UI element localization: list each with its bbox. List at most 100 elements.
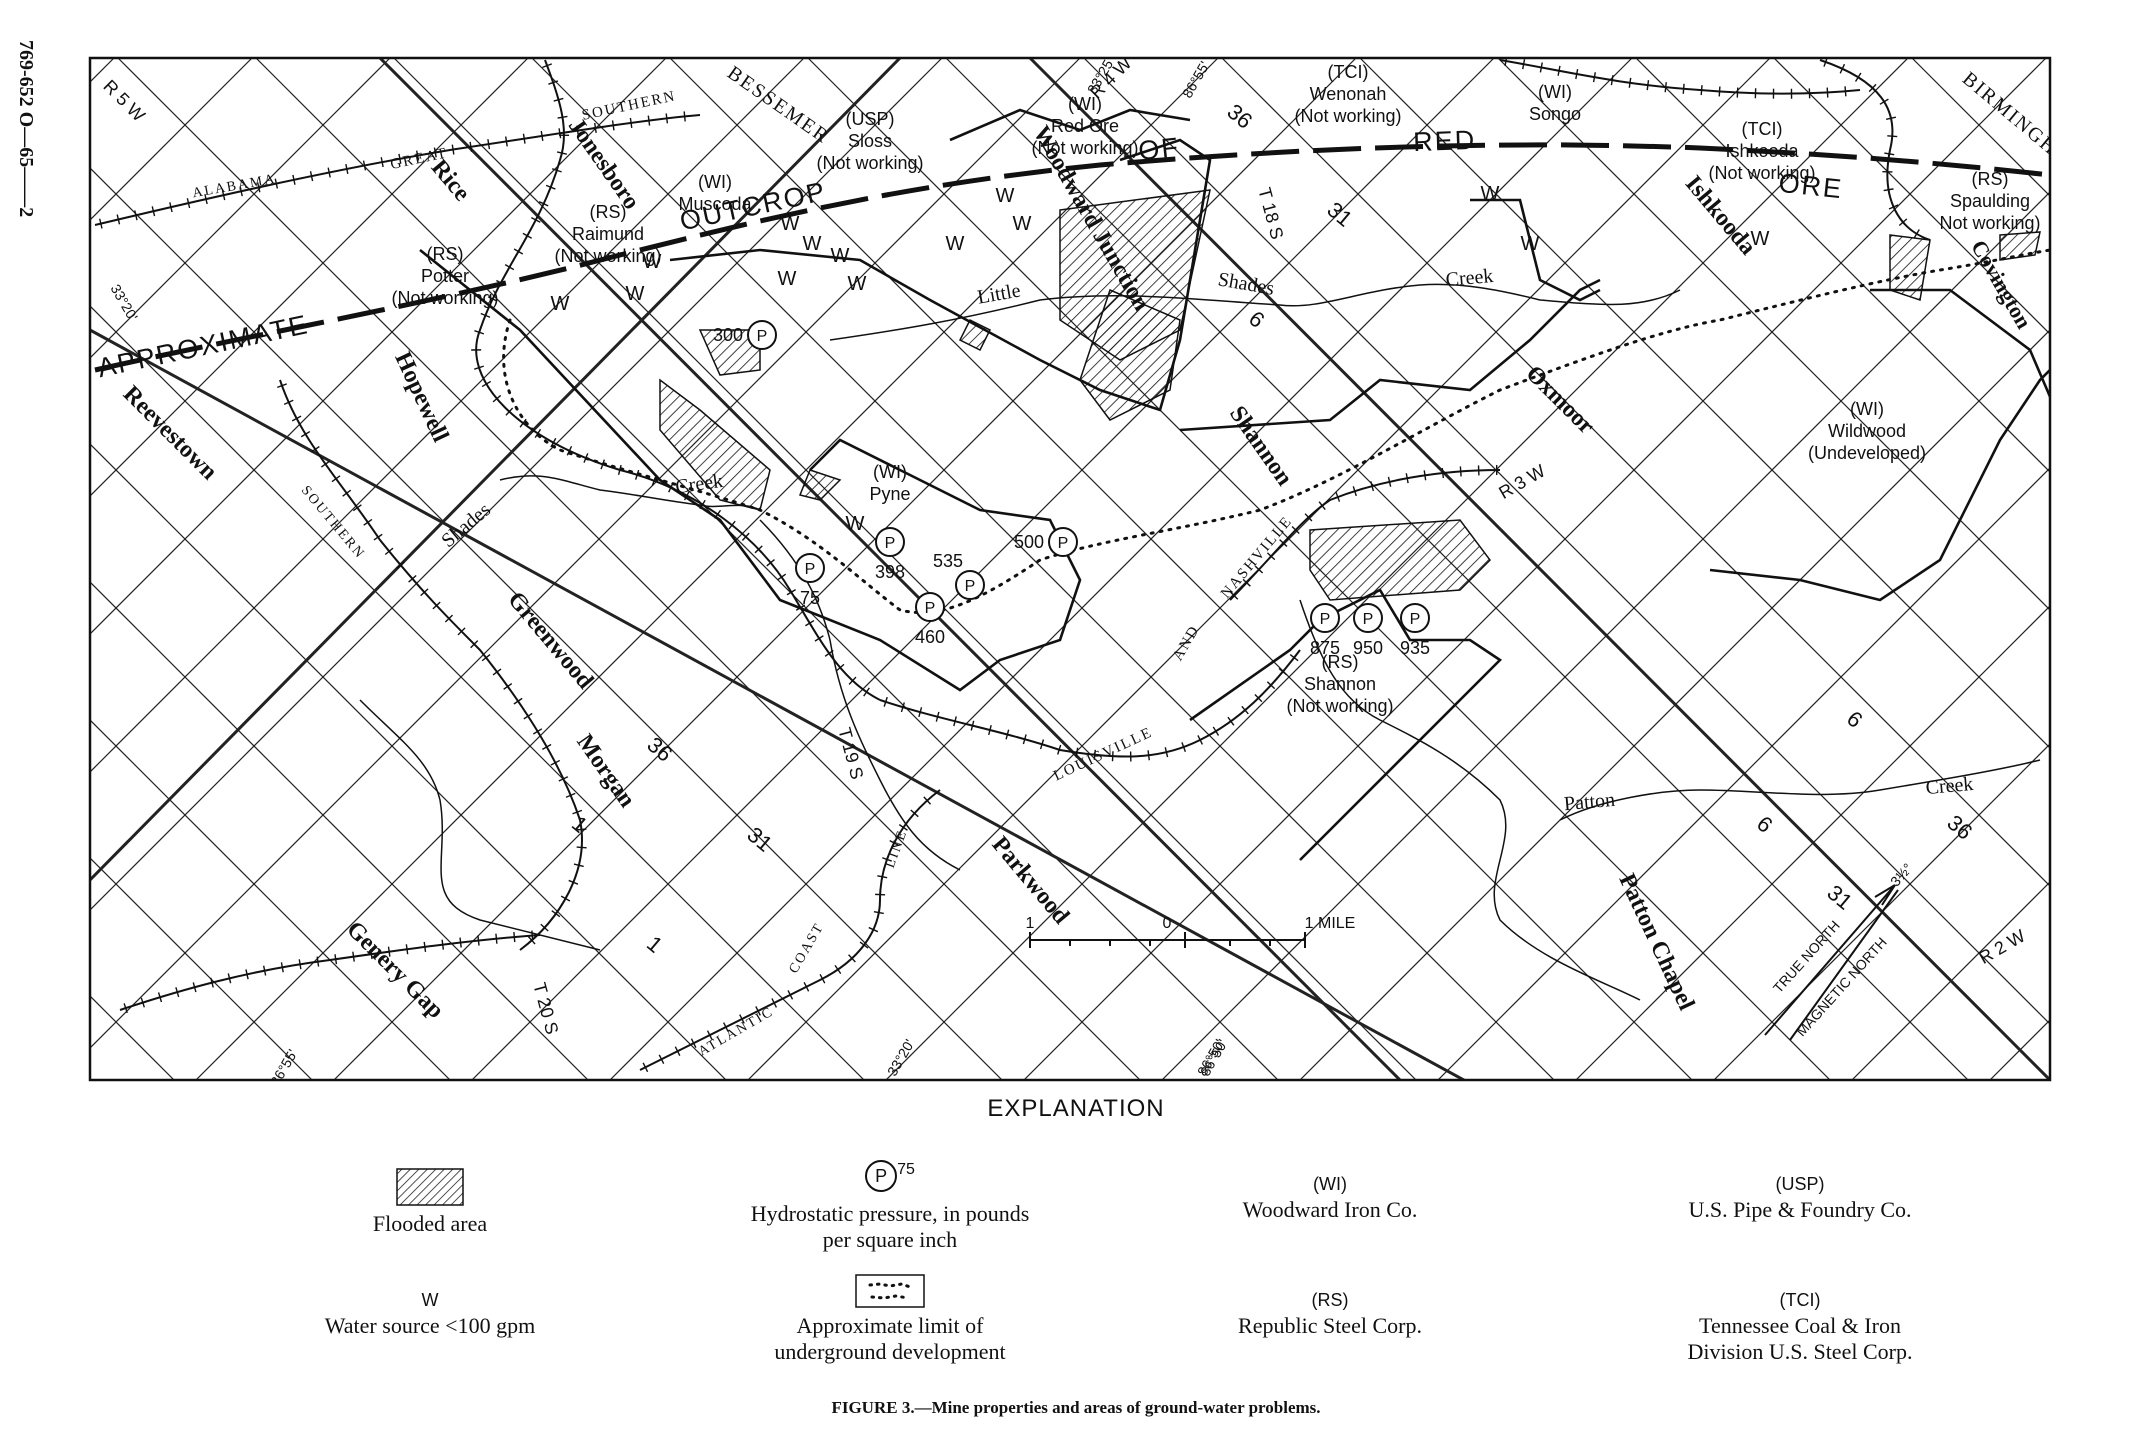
pressure-point-letter: P xyxy=(1320,611,1331,628)
water-source-mark: W xyxy=(551,293,570,315)
pressure-point-letter: P xyxy=(965,578,976,595)
underground-limit xyxy=(502,248,2050,615)
pressure-point xyxy=(747,320,777,350)
outcrop-word: ORE xyxy=(1777,168,1844,205)
pressure-point-letter: P xyxy=(925,600,936,617)
section-number: 1 xyxy=(642,931,667,958)
pressure-point-letter: P xyxy=(1410,611,1421,628)
mine-status-label: (Not working) xyxy=(816,153,923,173)
water-source-mark: W xyxy=(846,513,865,535)
grid-label: R 5 W xyxy=(99,76,149,126)
legend-limit: Approximate limit of underground develop… xyxy=(740,1273,1040,1365)
grid-label: T 19 S xyxy=(834,725,867,781)
water-source-mark: W xyxy=(1751,228,1770,250)
flooded-label: Flooded area xyxy=(372,1211,488,1236)
legend-water: W Water source <100 gpm xyxy=(290,1287,570,1339)
water-source-mark: W xyxy=(1013,213,1032,235)
place-label: Shannon xyxy=(1224,401,1297,490)
mine-name-label: Shannon xyxy=(1304,674,1376,694)
section-number: 36 xyxy=(1942,810,1977,845)
legend-wi: (WI) Woodward Iron Co. xyxy=(1180,1171,1480,1223)
water-label: Water source <100 gpm xyxy=(324,1313,536,1338)
railroad-label: SOUTHERN xyxy=(298,483,368,562)
coordinate-label: 86°55' xyxy=(267,1046,301,1088)
mine-name-label: Spaulding xyxy=(1950,191,2030,211)
railroad-label: LINE xyxy=(883,827,911,870)
water-source-mark: W xyxy=(803,233,822,255)
legend-flooded: Flooded area xyxy=(330,1167,530,1237)
pressure-point-letter: P xyxy=(885,535,896,552)
mine-status-label: (Not working) xyxy=(1031,138,1138,158)
mine-owner-label: (WI) xyxy=(1068,94,1102,114)
mine-owner-label: (WI) xyxy=(873,462,907,482)
water-source-mark: W xyxy=(1521,233,1540,255)
tci-label: Tennessee Coal & Iron Division U.S. Stee… xyxy=(1687,1313,1913,1364)
place-label: Jonesboro xyxy=(563,114,644,215)
pressure-value: 300 xyxy=(713,325,743,345)
mine-name-label: Pyne xyxy=(869,484,910,504)
pressure-point xyxy=(875,527,905,557)
pressure-symbol: P xyxy=(865,1160,898,1193)
mine-owner-label: (TCI) xyxy=(1328,62,1369,82)
water-symbol: W xyxy=(421,1290,439,1310)
outcrop-word: RED xyxy=(1413,125,1477,157)
grid-label: R 2 W xyxy=(1975,926,2028,968)
railroad-label: BESSEMER xyxy=(723,62,833,148)
mine-owner-label: (WI) xyxy=(1850,399,1884,419)
mine-status-label: (Not working) xyxy=(391,288,498,308)
mine-owner-label: (RS) xyxy=(590,202,627,222)
mine-name-label: Sloss xyxy=(848,131,892,151)
coordinate-label: 86°55' xyxy=(1179,58,1213,100)
mine-owner-label: (RS) xyxy=(1322,652,1359,672)
flooded-swatch xyxy=(396,1168,464,1206)
mine-owner-label: (RS) xyxy=(427,244,464,264)
creek-label: Creek xyxy=(1445,265,1495,291)
section-number: 6 xyxy=(1842,706,1867,733)
pressure-label: Hydrostatic pressure, in pounds per squa… xyxy=(750,1201,1030,1252)
creek-label: Creek xyxy=(1925,773,1975,799)
section-number: 6 xyxy=(1244,306,1269,333)
place-label: Oakgrove xyxy=(2045,320,2113,413)
mine-status-label: (Not working) xyxy=(554,246,661,266)
creek-label: Shades xyxy=(1216,268,1276,300)
railroads xyxy=(94,59,1931,1071)
side-page-code: 769-652 O—65——2 xyxy=(15,40,37,218)
mine-name-label: Ishkooda xyxy=(1725,141,1799,161)
pressure-sample-value: 75 xyxy=(897,1161,915,1178)
coordinate-label: 33°25' xyxy=(2053,1039,2093,1077)
pressure-point xyxy=(915,592,945,622)
section-number: 36 xyxy=(642,732,677,767)
place-label: Genery Gap xyxy=(341,916,448,1023)
figure-caption: FIGURE 3.—Mine properties and areas of g… xyxy=(831,1398,1321,1417)
usp-label: U.S. Pipe & Foundry Co. xyxy=(1688,1197,1912,1222)
pressure-value: 950 xyxy=(1353,638,1383,658)
section-number: 31 xyxy=(1322,197,1357,232)
scale-label-right: 1 MILE xyxy=(1305,915,1356,932)
mine-owner-label: (USP) xyxy=(846,109,895,129)
rs-label: Republic Steel Corp. xyxy=(1238,1313,1422,1338)
water-source-mark: W xyxy=(1481,183,1500,205)
pressure-point xyxy=(1310,603,1340,633)
pressure-value: 500 xyxy=(1014,532,1044,552)
railroad-label: LOUISVILLE xyxy=(1051,724,1155,784)
legend-tci: (TCI) Tennessee Coal & Iron Division U.S… xyxy=(1620,1287,1980,1365)
pressure-point-letter: P xyxy=(757,328,768,345)
water-source-mark: W xyxy=(643,251,662,273)
mine-status-label: (Undeveloped) xyxy=(1808,443,1926,463)
mine-owner-label: (WI) xyxy=(698,172,732,192)
place-label: Reevestown xyxy=(118,381,222,485)
mine-name-label: Wenonah xyxy=(1310,84,1387,104)
mine-owner-label: (RS) xyxy=(1972,169,2009,189)
water-source-mark: W xyxy=(848,273,867,295)
map-frame xyxy=(88,56,2052,1082)
place-label: Morgan xyxy=(571,730,640,813)
mine-name-label: Potter xyxy=(421,266,469,286)
water-source-mark: W xyxy=(781,213,800,235)
pressure-point xyxy=(955,570,985,600)
water-source-mark: W xyxy=(946,233,965,255)
section-number: 31 xyxy=(1822,880,1857,915)
railroad-label: AND xyxy=(1170,622,1203,663)
pressure-value: 535 xyxy=(933,551,963,571)
